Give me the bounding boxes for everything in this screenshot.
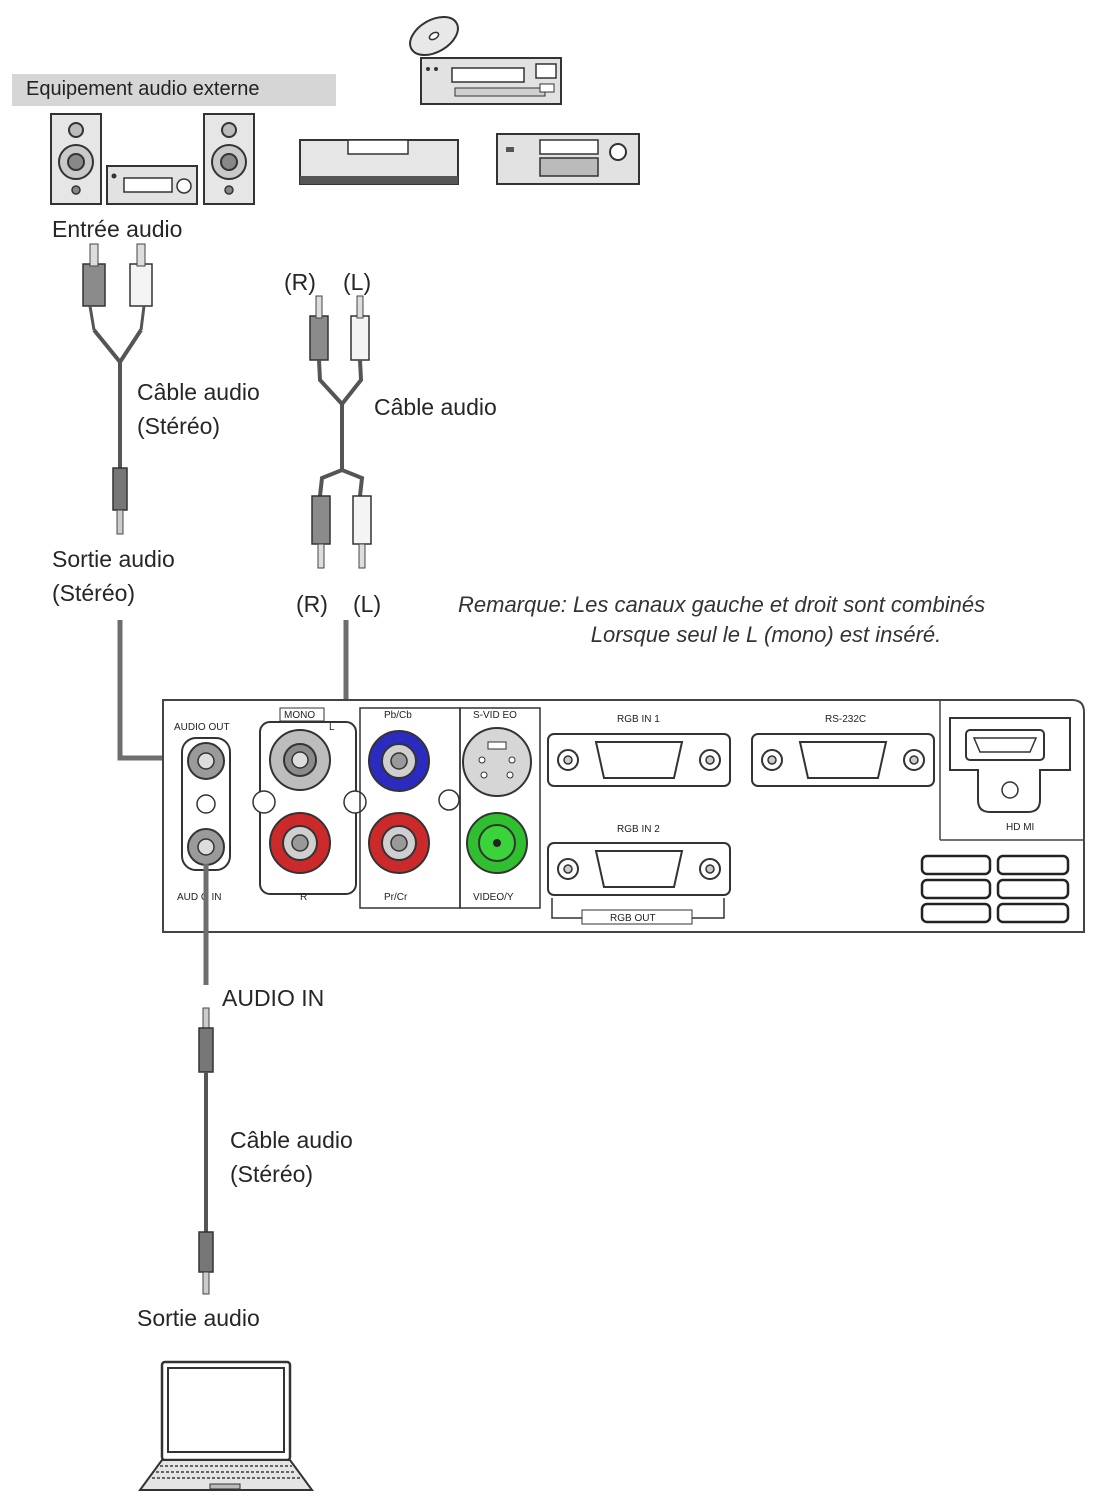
rs232c-port[interactable]	[751, 733, 935, 787]
laptop-icon	[138, 1360, 314, 1491]
av-receiver-icon	[496, 133, 640, 185]
panel-label-l: L	[329, 722, 335, 733]
panel-label-audio-out: AUDIO OUT	[174, 722, 230, 733]
label-cable-stereo-2-line2: (Stéréo)	[230, 1161, 314, 1187]
stereo-audio-cable-2	[198, 1007, 214, 1295]
panel-label-rs232c: RS-232C	[825, 714, 866, 725]
label-audio-output: Sortie audio	[137, 1305, 260, 1331]
label-cable-stereo-1-line1: Câble audio	[137, 379, 260, 405]
panel-label-mono: MONO	[284, 710, 315, 721]
amplifier-icon	[106, 165, 198, 205]
header-title: Equipement audio externe	[26, 78, 260, 100]
disc-icon	[409, 16, 459, 56]
right-speaker-icon	[203, 113, 255, 205]
panel-label-rgb-out: RGB OUT	[610, 913, 656, 924]
label-bottom-l: (L)	[353, 591, 382, 617]
stereo-audio-cable-1	[82, 243, 153, 535]
label-cable-rca: Câble audio	[374, 394, 497, 420]
s-video-jack[interactable]	[462, 727, 532, 797]
panel-label-rgb-in-1: RGB IN 1	[617, 714, 660, 725]
panel-label-pr-cr: Pr/Cr	[384, 892, 408, 903]
label-audio-input: Entrée audio	[52, 216, 183, 242]
label-top-l: (L)	[343, 269, 372, 295]
panel-label-hdmi: HD MI	[1006, 822, 1034, 833]
rca-audio-cable	[309, 295, 372, 569]
video-frame	[459, 707, 541, 909]
projector-back-panel: AUDIO OUT AUD O IN MONO L R Pb/Cb Pr/Cr …	[162, 699, 1085, 933]
panel-label-rgb-in-2: RGB IN 2	[617, 824, 660, 835]
dvd-player-icon	[420, 57, 562, 105]
label-bottom-r: (R)	[296, 591, 328, 617]
rgb-in-2-port[interactable]	[547, 842, 731, 896]
label-cable-stereo-1-line2: (Stéréo)	[137, 413, 221, 439]
label-audio-output-stereo-line1: Sortie audio	[52, 546, 175, 572]
ventilation-grille	[920, 854, 1070, 924]
panel-label-video-y: VIDEO/Y	[473, 892, 514, 903]
vcr-icon	[299, 139, 459, 185]
panel-label-pb-cb: Pb/Cb	[384, 710, 412, 721]
rgb-in-1-port[interactable]	[547, 733, 731, 787]
external-audio-equipment-header: Equipement audio externe	[12, 74, 336, 106]
note-line-1: Remarque: Les canaux gauche et droit son…	[458, 592, 986, 617]
label-cable-stereo-2-line1: Câble audio	[230, 1127, 353, 1153]
panel-label-r: R	[300, 892, 307, 903]
label-audio-in: AUDIO IN	[222, 985, 325, 1011]
note-line-2: Lorsque seul le L (mono) est inséré.	[590, 622, 942, 647]
panel-label-audio-in: AUD O IN	[177, 892, 221, 903]
label-audio-output-stereo-line2: (Stéréo)	[52, 580, 136, 606]
label-top-r: (R)	[284, 269, 316, 295]
panel-label-s-video: S-VID EO	[473, 710, 517, 721]
left-speaker-icon	[50, 113, 102, 205]
